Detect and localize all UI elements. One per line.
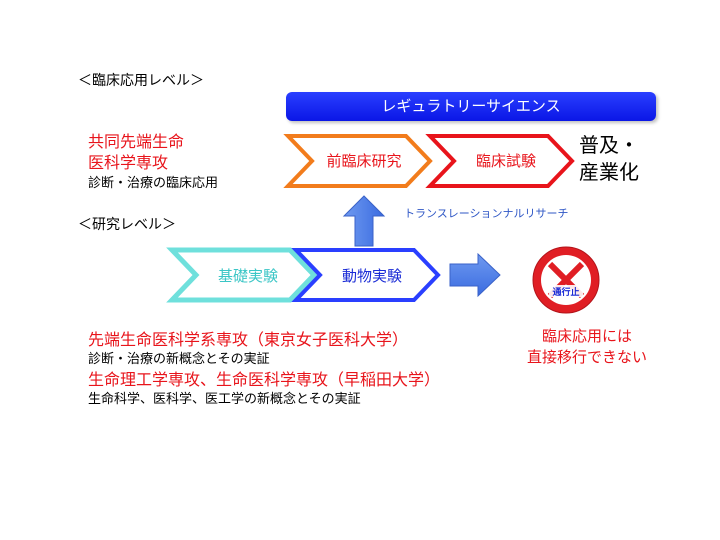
right-note-line2: 直接移行できない bbox=[526, 348, 647, 366]
basic-experiment-label: 基礎実験 bbox=[217, 267, 278, 285]
diffusion-line2: 産業化 bbox=[579, 160, 639, 184]
up-arrow-icon bbox=[342, 195, 386, 247]
translational-research-label: トランスレーションナルリサーチ bbox=[404, 207, 569, 220]
pre-clinical-chevron bbox=[283, 134, 433, 188]
bottom-note-line2: 診断・治療の新概念とその実証 bbox=[88, 352, 270, 367]
joint-program-title-line1: 共同先端生命 bbox=[88, 132, 185, 151]
diffusion-line1: 普及・ bbox=[579, 133, 639, 157]
no-entry-sign-text: 通行止 bbox=[552, 286, 579, 298]
right-arrow-icon bbox=[449, 252, 501, 298]
basic-experiment-chevron bbox=[166, 247, 318, 303]
clinical-trial-chevron bbox=[425, 134, 575, 188]
joint-program-title-line2: 医科学専攻 bbox=[88, 153, 169, 172]
right-note-line1: 臨床応用には bbox=[541, 327, 632, 345]
bottom-note-line3: 生命理工学専攻、生命医科学専攻（早稲田大学） bbox=[88, 370, 441, 389]
clinical-trial-label: 臨床試験 bbox=[475, 152, 536, 170]
right-note: 臨床応用には 直接移行できない bbox=[512, 326, 662, 368]
diffusion-industrialization-text: 普及・ 産業化 bbox=[579, 132, 639, 186]
clinical-level-label: ＜臨床応用レベル＞ bbox=[78, 73, 204, 89]
pre-clinical-label: 前臨床研究 bbox=[326, 152, 402, 170]
no-entry-sign-icon: 通行止 bbox=[532, 246, 600, 314]
regulatory-science-bar: レギュラトリーサイエンス bbox=[286, 92, 656, 121]
bottom-note-line4: 生命科学、医科学、医工学の新概念とその実証 bbox=[88, 392, 361, 407]
animal-experiment-label: 動物実験 bbox=[341, 267, 402, 285]
animal-experiment-chevron bbox=[291, 248, 441, 302]
research-level-label: ＜研究レベル＞ bbox=[78, 217, 176, 233]
bottom-note-line1: 先端生命医科学系専攻（東京女子医科大学） bbox=[88, 330, 409, 349]
joint-program-description: 診断・治療の臨床応用 bbox=[88, 176, 219, 191]
